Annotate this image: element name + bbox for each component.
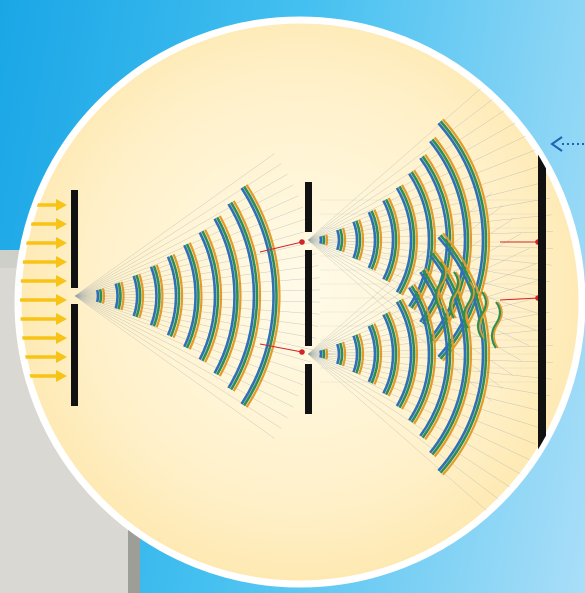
wavefront-single-slit xyxy=(198,229,223,363)
guide-ray xyxy=(74,153,275,297)
double-slit-barrier-bottom xyxy=(305,364,312,414)
wavefront-single-slit xyxy=(213,215,242,377)
guide-ray xyxy=(307,353,536,445)
guide-ray xyxy=(307,353,553,363)
guide-ray xyxy=(307,353,522,475)
wavefront-single-slit xyxy=(95,288,106,304)
interference-crossing xyxy=(434,261,446,309)
red-direction-arrow xyxy=(259,343,303,353)
incident-arrow-head xyxy=(56,199,67,211)
wavefront-single-slit xyxy=(149,264,164,328)
wavefront-single-slit xyxy=(227,200,262,392)
wavefront-upper-slit xyxy=(352,219,365,261)
wavefront-upper-slit xyxy=(336,227,347,253)
guide-ray xyxy=(74,295,275,439)
wavefront-single-slit xyxy=(114,281,125,311)
guide-ray xyxy=(307,78,493,241)
guide-ray xyxy=(307,192,493,355)
guide-ray xyxy=(307,353,542,429)
guide-ray xyxy=(307,91,503,241)
wavefront-lower-slit xyxy=(382,311,400,397)
wavefront-single-slit xyxy=(183,242,203,350)
wavefronts xyxy=(95,118,503,476)
double-slit-barrier-top xyxy=(305,182,312,232)
guide-ray xyxy=(307,263,536,355)
red-arrow-tip xyxy=(299,349,305,355)
guide-ray xyxy=(307,239,493,402)
interference-crossing xyxy=(479,291,489,339)
wavefront-upper-slit xyxy=(395,184,419,296)
guide-ray xyxy=(307,353,550,397)
single-slit-barrier-top xyxy=(71,190,78,288)
incident-arrow-head xyxy=(56,351,67,363)
guide-ray xyxy=(307,214,552,241)
wavefront-single-slit xyxy=(240,184,281,408)
incident-arrow-head xyxy=(56,294,67,306)
detection-screen xyxy=(538,144,546,452)
guide-ray xyxy=(307,218,513,355)
guide-ray xyxy=(307,165,542,241)
wavefront-lower-slit xyxy=(408,283,437,425)
guide-ray xyxy=(307,353,503,503)
incident-arrow-head xyxy=(56,218,67,230)
interference-crossing xyxy=(462,281,474,329)
wavefront-lower-slit xyxy=(367,323,383,385)
guide-ray xyxy=(307,345,553,355)
wavefront-lower-slit xyxy=(437,232,491,476)
interference-crossing xyxy=(490,301,502,349)
guide-ray xyxy=(307,231,553,241)
guide-ray xyxy=(307,181,547,241)
wavefront-single-slit xyxy=(166,253,184,339)
wavefront-lower-slit xyxy=(319,348,329,360)
guide-ray xyxy=(307,134,530,241)
red-direction-arrow xyxy=(499,297,539,301)
wavefront-lower-slit xyxy=(336,341,347,367)
guide-ray xyxy=(307,311,550,355)
wavefront-lower-slit xyxy=(352,333,365,375)
guide-ray xyxy=(307,239,552,266)
incident-arrow-head xyxy=(56,370,67,382)
interference-crossing xyxy=(465,281,475,329)
guide-ray xyxy=(307,119,522,241)
guide-ray xyxy=(307,353,552,380)
guide-ray xyxy=(307,239,536,331)
red-direction-arrow xyxy=(259,241,303,253)
wavefront-lower-slit xyxy=(429,250,472,458)
guide-ray xyxy=(307,197,550,241)
wavefront-upper-slit xyxy=(319,234,329,246)
guide-ray xyxy=(307,295,547,355)
guide-ray xyxy=(307,239,513,376)
guide-ray xyxy=(307,353,547,413)
interference-crossing xyxy=(451,271,461,319)
guide-ray xyxy=(307,239,547,299)
interference-crossing xyxy=(437,261,447,309)
wavefront-upper-slit xyxy=(382,197,400,283)
double-slit-barrier-middle xyxy=(305,250,312,346)
pointer-arrow-icon xyxy=(550,136,585,152)
wavefront-lower-slit xyxy=(395,298,419,410)
guide-ray xyxy=(307,353,513,490)
guide-ray xyxy=(307,239,550,283)
incident-arrow-head xyxy=(56,256,67,268)
guide-ray xyxy=(307,239,553,249)
interference-crossing xyxy=(493,301,503,349)
guide-ray xyxy=(307,328,552,355)
direction-arrows xyxy=(259,239,541,355)
wavefront-upper-slit xyxy=(367,209,383,271)
incident-arrow-head xyxy=(56,237,67,249)
incident-arrow-head xyxy=(56,332,67,344)
wavefront-single-slit xyxy=(132,273,144,319)
interference-crossing xyxy=(476,291,488,339)
incident-arrow-head xyxy=(56,313,67,325)
incident-arrow-head xyxy=(56,275,67,287)
guide-ray xyxy=(307,149,536,241)
single-slit-barrier-bottom xyxy=(71,304,78,406)
guide-ray xyxy=(307,353,530,460)
red-arrow-tip xyxy=(299,239,305,245)
interference-crossing xyxy=(448,271,460,319)
guide-ray xyxy=(307,104,513,241)
guide-ray xyxy=(307,353,493,516)
